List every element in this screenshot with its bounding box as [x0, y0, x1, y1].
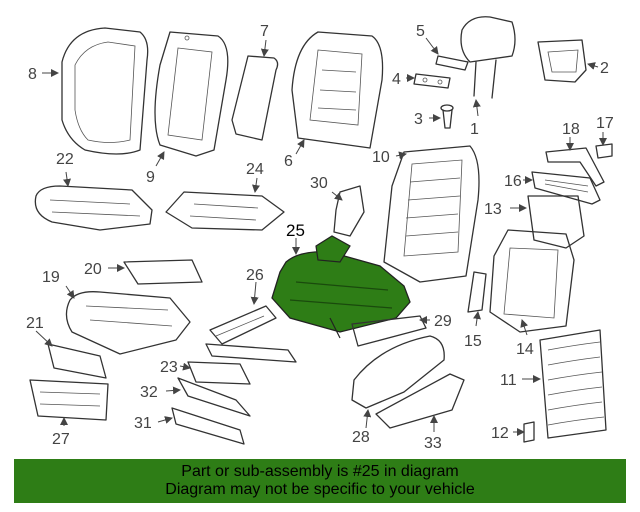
part-22-cushion-cover[interactable] [34, 185, 153, 231]
part-30-bracket[interactable] [333, 185, 365, 237]
callout-32: 32 [140, 384, 158, 401]
callout-1: 1 [470, 121, 479, 138]
part-33-lower-trim[interactable] [375, 373, 465, 429]
callout-33: 33 [424, 435, 442, 452]
part-6-backrest-frame[interactable] [291, 31, 384, 149]
part-27-control-panel[interactable] [29, 379, 109, 421]
callout-3: 3 [414, 111, 423, 128]
callout-24: 24 [246, 161, 264, 178]
callout-11: 11 [500, 372, 517, 389]
part-11-spring-mat[interactable] [539, 329, 607, 439]
part-14-rear-panel[interactable] [489, 229, 575, 333]
callout-27: 27 [52, 431, 70, 448]
callout-7: 7 [260, 23, 269, 40]
part-2-headrest-cover[interactable] [537, 39, 587, 83]
part-24-cushion-pan[interactable] [165, 191, 285, 231]
callout-19: 19 [42, 269, 60, 286]
leader-lines [35, 37, 607, 436]
callout-4: 4 [392, 71, 401, 88]
callout-9: 9 [146, 169, 155, 186]
callout-15: 15 [464, 333, 482, 350]
callout-18: 18 [562, 121, 580, 138]
callout-13: 13 [484, 201, 502, 218]
part-13-back-cover[interactable] [527, 195, 585, 249]
part-20-pad[interactable] [123, 259, 203, 285]
callout-22: 22 [56, 151, 74, 168]
part-8-backrest-cover[interactable] [61, 27, 149, 155]
callout-labels: 8 9 7 6 5 4 3 1 2 18 17 16 10 13 14 15 1… [26, 23, 614, 452]
part-9-back-panel[interactable] [154, 31, 229, 157]
part-12-clip[interactable] [523, 421, 535, 443]
callout-10: 10 [372, 149, 390, 166]
part-23-mat[interactable] [187, 361, 251, 385]
part-5-guide[interactable] [435, 55, 469, 71]
part-17-clip[interactable] [595, 143, 613, 159]
part-4-bracket[interactable] [413, 73, 451, 89]
part-32-trim[interactable] [177, 377, 251, 417]
notice-banner: Part or sub-assembly is #25 in diagram D… [14, 459, 626, 503]
callout-12: 12 [491, 425, 509, 442]
part-19-seat-cushion[interactable] [65, 291, 191, 355]
part-25-seat-frame[interactable] [271, 235, 411, 339]
callout-30: 30 [310, 175, 328, 192]
part-29-side-trim[interactable] [351, 315, 427, 347]
callout-26: 26 [246, 267, 264, 284]
part-15-side-bracket[interactable] [467, 271, 487, 313]
callout-8: 8 [28, 66, 37, 83]
callout-20: 20 [84, 261, 102, 278]
callout-2: 2 [600, 60, 609, 77]
part-21-foam[interactable] [47, 343, 107, 379]
callout-6: 6 [284, 153, 293, 170]
callout-5: 5 [416, 23, 425, 40]
callout-16: 16 [504, 173, 522, 190]
part-16-trim-strip[interactable] [531, 171, 601, 205]
callout-21: 21 [26, 315, 44, 332]
callout-23: 23 [160, 359, 178, 376]
callout-14: 14 [516, 341, 534, 358]
callout-29: 29 [434, 313, 452, 330]
callout-28: 28 [352, 429, 370, 446]
notice-line-1: Part or sub-assembly is #25 in diagram [181, 463, 459, 480]
part-31-trim-bar[interactable] [171, 407, 245, 445]
callout-31: 31 [134, 415, 152, 432]
part-26-seat-rail[interactable] [205, 305, 297, 363]
part-3-screw[interactable] [440, 104, 454, 129]
part-1-headrest[interactable] [460, 16, 516, 99]
part-28-side-cover[interactable] [351, 335, 445, 409]
notice-line-2: Diagram may not be specific to your vehi… [165, 481, 475, 498]
callout-25: 25 [286, 221, 305, 240]
part-7-trim-panel[interactable] [231, 55, 279, 141]
callout-17: 17 [596, 115, 614, 132]
part-10-backrest-frame-assembly[interactable] [383, 145, 480, 283]
part-18-rail[interactable] [545, 147, 605, 187]
